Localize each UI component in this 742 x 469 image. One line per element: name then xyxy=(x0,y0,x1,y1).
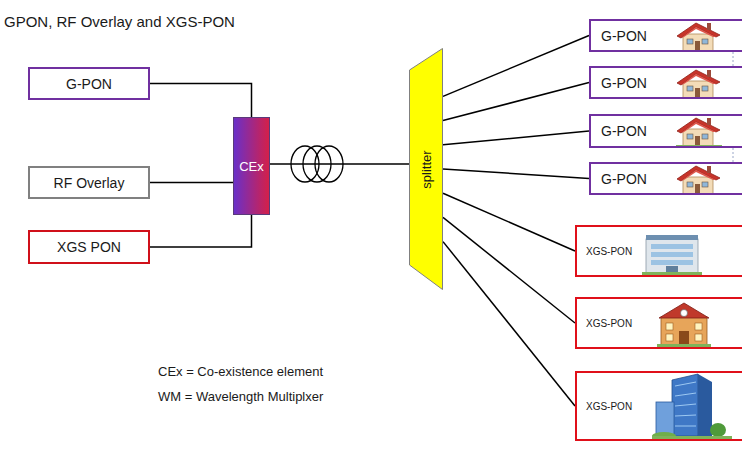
home-divider xyxy=(733,52,734,66)
node-label: XGS-PON xyxy=(586,401,632,412)
gpon-onu-box: G-PON xyxy=(589,66,742,99)
fiber-line xyxy=(443,242,575,406)
coexistence-element: CEx xyxy=(233,117,270,215)
xgs-onu-box: XGS-PON xyxy=(575,371,742,441)
node-label: G-PON xyxy=(601,123,647,139)
olt-box: XGS PON xyxy=(28,230,150,264)
fiber-line xyxy=(150,182,233,184)
xgs-onu-box: XGS-PON xyxy=(575,297,742,349)
fiber-line xyxy=(443,217,575,323)
fiber-line xyxy=(150,215,252,247)
splitter-shape: splitter xyxy=(409,48,443,290)
house-icons xyxy=(676,23,722,195)
node-label: RF Overlay xyxy=(54,175,125,191)
node-label: XGS PON xyxy=(57,239,121,255)
gpon-onu-box: G-PON xyxy=(589,162,742,195)
splitter-trapezoid xyxy=(410,49,443,290)
node-label: CEx xyxy=(239,159,264,174)
gpon-onu-box: G-PON xyxy=(589,19,742,52)
note-text: CEx = Co-existence element xyxy=(158,364,323,379)
node-label: XGS-PON xyxy=(586,318,632,329)
node-label: G-PON xyxy=(601,171,647,187)
fiber-line xyxy=(443,193,575,251)
note-text: WM = Wavelength Multiplxer xyxy=(158,389,323,404)
fiber-line xyxy=(443,169,589,179)
gpon-onu-box: G-PON xyxy=(589,114,742,148)
diagram-title: GPON, RF Overlay and XGS-PON xyxy=(4,13,235,30)
fiber-line xyxy=(443,83,589,121)
node-label: G-PON xyxy=(601,28,647,44)
splitter-label: splitter xyxy=(419,150,434,188)
fiber-line xyxy=(443,131,589,145)
fiber-line xyxy=(150,84,252,118)
olt-box: G-PON xyxy=(28,67,150,100)
building-icons xyxy=(642,235,732,440)
node-label: G-PON xyxy=(66,76,112,92)
olt-box: RF Overlay xyxy=(28,166,150,199)
node-label: XGS-PON xyxy=(586,246,632,257)
fiber-line xyxy=(443,36,589,97)
home-divider xyxy=(733,148,734,162)
node-label: G-PON xyxy=(601,75,647,91)
xgs-onu-box: XGS-PON xyxy=(575,225,742,277)
